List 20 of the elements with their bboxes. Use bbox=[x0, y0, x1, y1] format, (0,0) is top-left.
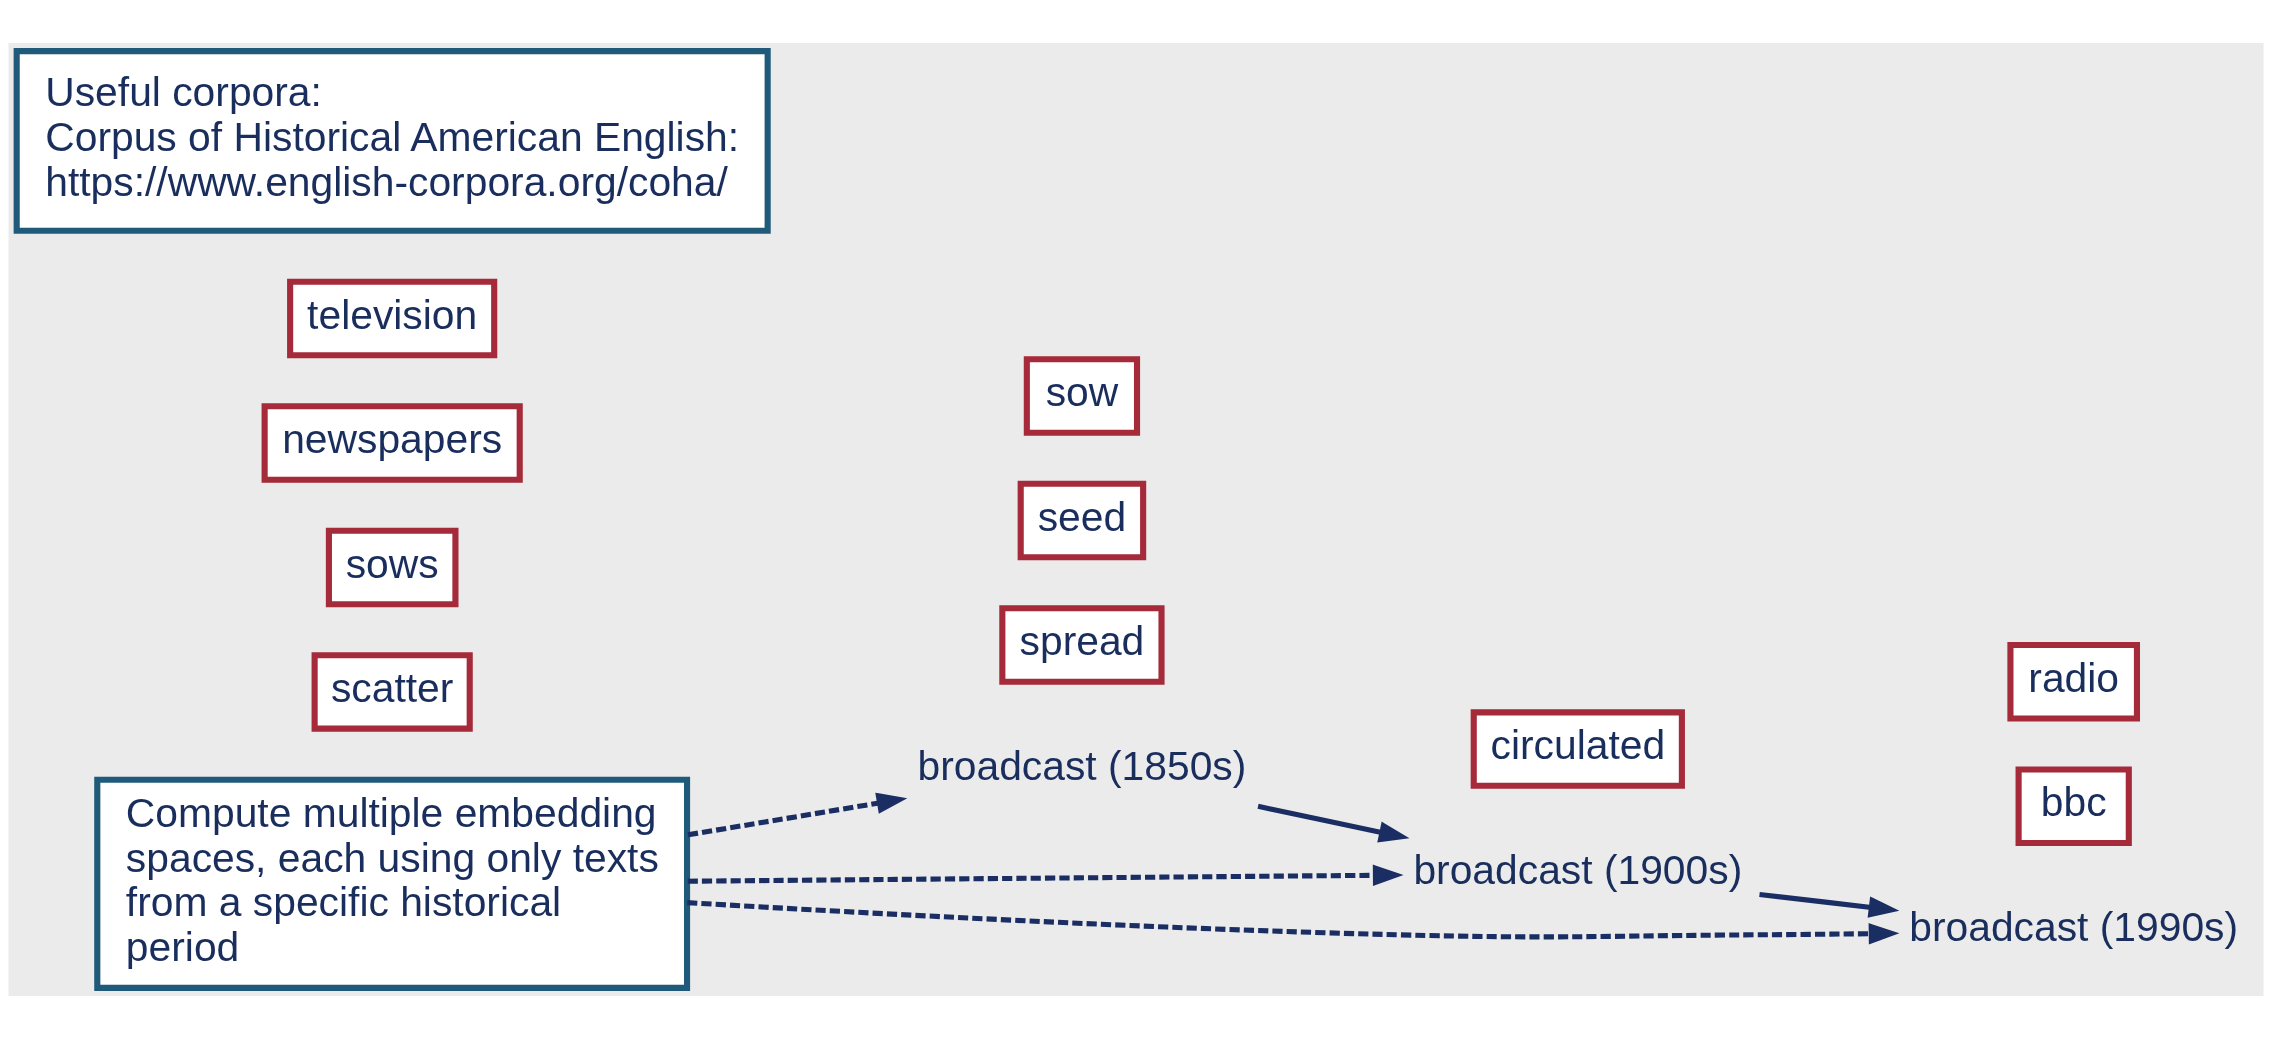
node-box: spread bbox=[999, 604, 1165, 685]
arrow bbox=[687, 899, 1900, 944]
node-box: seed bbox=[1017, 480, 1147, 560]
arrow bbox=[687, 864, 1404, 886]
node-box: Useful corpora: Corpus of Historical American English: https://www.english-corpora.org/coha/ bbox=[13, 47, 771, 234]
node-box: bbc bbox=[2015, 765, 2132, 846]
arrow bbox=[687, 792, 908, 837]
node-text: broadcast (1900s) bbox=[1413, 846, 1743, 893]
node-box: sows bbox=[325, 527, 459, 607]
node-text: broadcast (1850s) bbox=[917, 742, 1247, 789]
node-box: circulated bbox=[1470, 708, 1685, 789]
node-box: television bbox=[287, 278, 498, 358]
node-box: newspapers bbox=[261, 402, 523, 483]
node-box: sow bbox=[1023, 355, 1141, 436]
arrow bbox=[1759, 891, 1900, 918]
node-box: radio bbox=[2007, 641, 2140, 722]
node-box: scatter bbox=[311, 651, 473, 732]
node-box: Compute multiple embedding spaces, each using only texts from a specific historical period bbox=[94, 776, 691, 991]
arrow bbox=[1257, 803, 1410, 843]
node-text: broadcast (1990s) bbox=[1909, 903, 2239, 950]
